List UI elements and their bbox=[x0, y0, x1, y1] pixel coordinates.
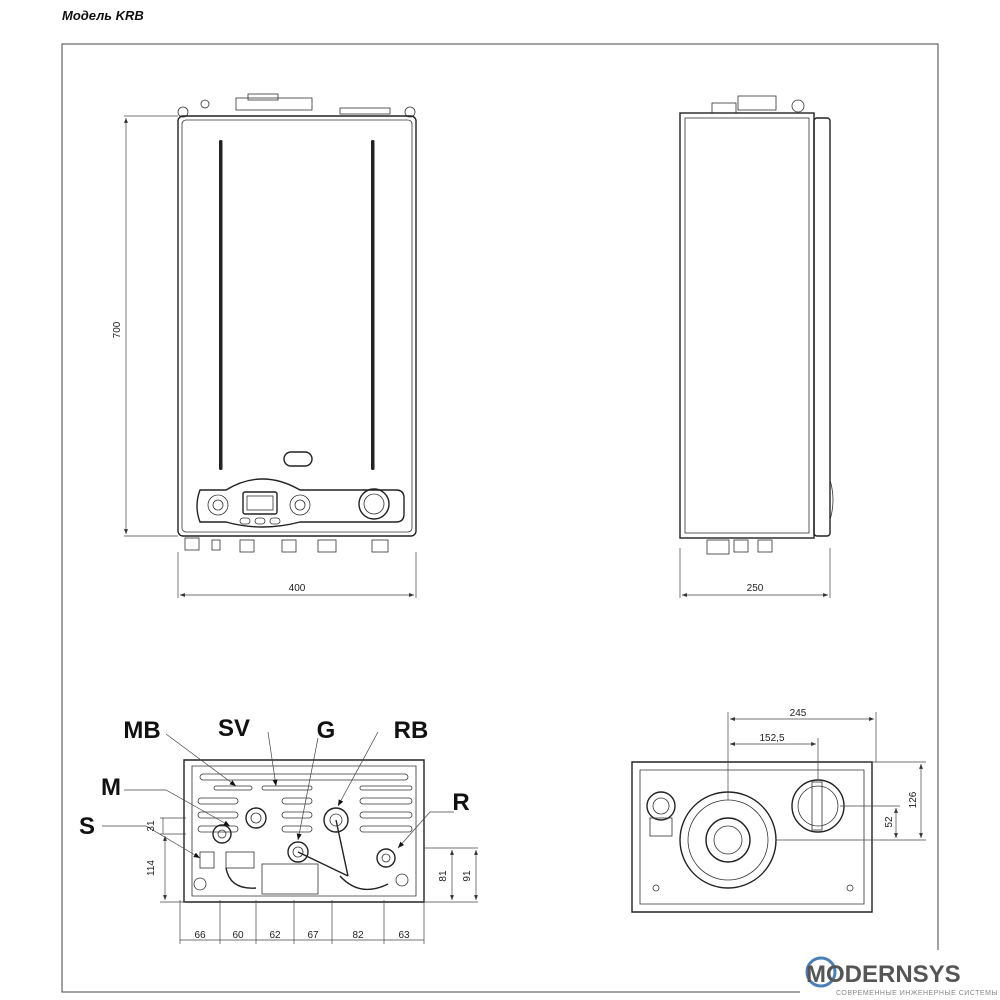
callout-sv: SV bbox=[218, 715, 250, 742]
dim-52: 52 bbox=[884, 816, 895, 828]
dim-66: 66 bbox=[194, 930, 206, 941]
front-view bbox=[177, 93, 417, 553]
dim-60: 60 bbox=[232, 930, 244, 941]
callout-r: R bbox=[452, 789, 469, 816]
dim-63: 63 bbox=[398, 930, 410, 941]
front-height-label: 700 bbox=[112, 321, 123, 338]
front-width-label: 400 bbox=[289, 583, 306, 594]
top-view-dimensions bbox=[727, 712, 926, 841]
bottom-spacing-dimensions bbox=[179, 900, 425, 944]
front-height-dimension bbox=[124, 115, 178, 537]
dim-91: 91 bbox=[462, 870, 473, 882]
dim-82: 82 bbox=[352, 930, 364, 941]
callout-mb: MB bbox=[123, 717, 160, 744]
front-width-dimension bbox=[177, 552, 417, 598]
dim-62: 62 bbox=[269, 930, 281, 941]
dim-67: 67 bbox=[307, 930, 319, 941]
dim-126: 126 bbox=[908, 791, 919, 808]
logo-name: MODERNSYS bbox=[806, 961, 961, 988]
logo-ring-icon bbox=[805, 956, 837, 988]
dim-152-5: 152,5 bbox=[759, 733, 784, 744]
callout-g: G bbox=[317, 717, 336, 744]
drawing-title: Модель KRB bbox=[62, 8, 144, 23]
top-view bbox=[631, 761, 873, 913]
dim-245: 245 bbox=[790, 708, 807, 719]
bottom-vertical-dimensions bbox=[160, 817, 478, 903]
drawing-frame bbox=[61, 43, 939, 993]
dim-31: 31 bbox=[146, 820, 157, 832]
callout-m: M bbox=[101, 774, 121, 801]
dim-114: 114 bbox=[146, 860, 157, 876]
side-depth-dimension bbox=[679, 548, 831, 598]
logo-tagline: СОВРЕМЕННЫЕ ИНЖЕНЕРНЫЕ СИСТЕМЫ bbox=[836, 990, 998, 997]
modernsys-logo: MODERNSYS СОВРЕМЕННЫЕ ИНЖЕНЕРНЫЕ СИСТЕМЫ bbox=[800, 950, 1000, 1000]
dim-81: 81 bbox=[438, 870, 449, 882]
callout-rb: RB bbox=[394, 717, 429, 744]
callout-s: S bbox=[79, 813, 95, 840]
side-view bbox=[679, 95, 834, 555]
bottom-view bbox=[183, 759, 425, 903]
bottom-view-leaders bbox=[102, 731, 454, 859]
side-depth-label: 250 bbox=[747, 583, 764, 594]
